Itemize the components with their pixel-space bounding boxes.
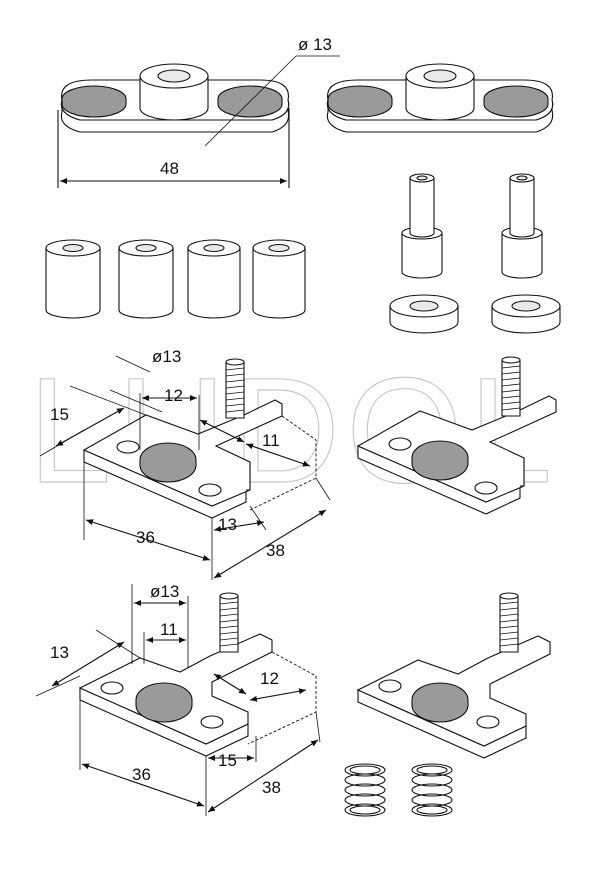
angle-plate-2-dimensioned [78,592,317,757]
spring-2 [411,763,453,817]
spacer-sleeve-1 [45,239,101,319]
washer-1 [389,294,459,334]
spacer-sleeve-3 [187,239,241,319]
double-pad-base-dimensioned [60,63,290,133]
spacer-sleeve-2 [118,239,174,319]
dimension-plate2-13: 13 [50,643,69,662]
stepped-pin-2 [501,173,543,279]
dimension-plate1-13: 13 [218,515,237,534]
dimension-plate2-11: 11 [160,620,178,639]
plate2-dimension-lines [35,584,321,816]
dimension-plate1-15: 15 [50,405,69,424]
dimension-top-length: 48 [160,159,179,178]
stepped-pin-1 [401,173,443,279]
dimension-plate2-12: 12 [260,669,279,688]
dimension-plate2-15: 15 [218,751,237,770]
dimension-plate2-38: 38 [262,778,281,797]
dimension-plate1-11: 11 [262,431,280,450]
top-dimension-lines [57,55,340,188]
dimension-plate1-diameter: ø13 [152,347,181,366]
double-pad-base [326,63,554,133]
angle-plate-2 [356,592,551,759]
plate1-dimension-lines [39,355,331,580]
dimension-plate1-38: 38 [266,541,285,560]
angle-plate-1 [356,356,557,515]
dimension-top-diameter: ø 13 [298,35,332,54]
dimension-plate1-36: 36 [136,528,155,547]
spacer-sleeve-4 [252,239,306,319]
spring-1 [344,763,386,817]
dimension-plate1-12: 12 [164,386,183,405]
dimension-plate2-36: 36 [132,765,151,784]
dimension-plate2-diameter: ø13 [150,582,179,601]
washer-2 [491,294,561,334]
